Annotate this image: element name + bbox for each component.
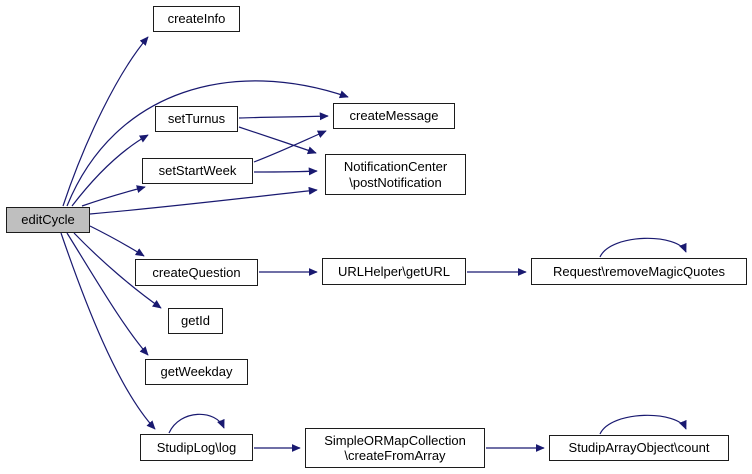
node-setTurnus[interactable]: setTurnus [155, 106, 238, 132]
node-createQuestion[interactable]: createQuestion [135, 259, 258, 286]
node-notificationcenter-postnotification[interactable]: NotificationCenter \postNotification [325, 154, 466, 195]
node-studiparrayobject-count[interactable]: StudipArrayObject\count [549, 435, 729, 461]
edge-editCycle-setStartWeek [81, 185, 146, 207]
node-urlhelper-geturl[interactable]: URLHelper\getURL [322, 258, 466, 285]
edge-log-self-loop [168, 413, 225, 434]
node-simpleormapcollection-createfromarray[interactable]: SimpleORMapCollection \createFromArray [305, 428, 485, 468]
edge-editCycle-createMessage [66, 80, 349, 207]
edge-setStartWeek-postNotification [253, 167, 318, 176]
node-getWeekday[interactable]: getWeekday [145, 359, 248, 385]
edge-setTurnus-postNotification [238, 126, 317, 155]
node-editCycle[interactable]: editCycle [6, 207, 90, 233]
node-setStartWeek[interactable]: setStartWeek [142, 158, 253, 184]
node-studiplog-log[interactable]: StudipLog\log [140, 434, 253, 461]
edge-count-self-loop [599, 414, 687, 435]
edge-editCycle-createQuestion [89, 225, 145, 257]
node-getId[interactable]: getId [168, 308, 223, 334]
edge-editCycle-getWeekday [66, 232, 149, 356]
node-request-removemagicquotes[interactable]: Request\removeMagicQuotes [531, 258, 747, 285]
edge-editCycle-createInfo [62, 36, 149, 207]
edge-setStartWeek-createMessage [253, 130, 327, 163]
edge-editCycle-setTurnus [71, 134, 149, 207]
edge-editCycle-postNotification [89, 186, 318, 215]
node-createInfo[interactable]: createInfo [153, 6, 240, 32]
edge-setTurnus-createMessage [238, 112, 329, 121]
edge-editCycle-log [60, 232, 156, 430]
edge-editCycle-getId [73, 232, 162, 309]
edge-removeMagicQuotes-self-loop [599, 237, 687, 258]
node-createMessage[interactable]: createMessage [333, 103, 455, 129]
